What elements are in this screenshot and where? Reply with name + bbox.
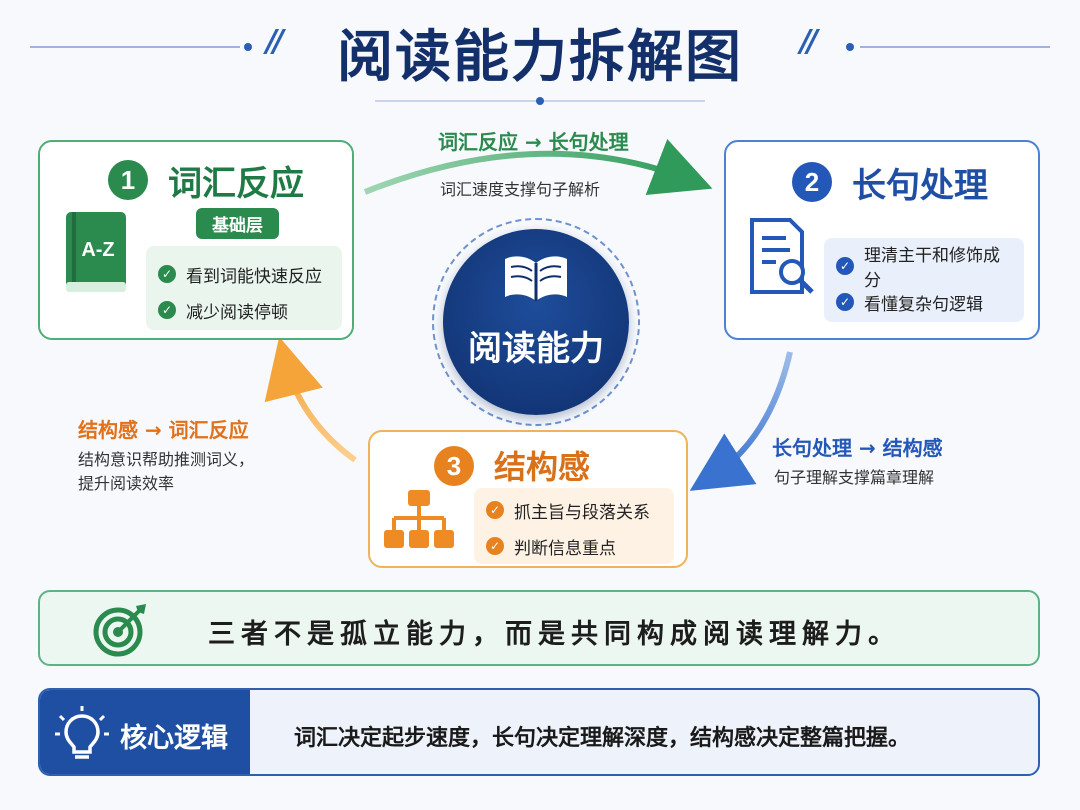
step-number-2: 2 [792,162,832,202]
card-title-vocabulary: 词汇反应 [168,164,304,204]
hierarchy-icon [384,488,454,552]
title-left-line [30,46,240,48]
book-icon-text: A-Z [81,239,114,261]
step-number-1: 1 [108,160,148,200]
link-desc-vocab-to-long: 词汇速度支撑句子解析 [440,180,601,199]
card-vocabulary: 1 词汇反应 基础层 A-Z ✓ 看到词能快速反应 ✓ 减少阅读停顿 [38,140,354,340]
check-icon: ✓ [486,501,504,519]
vocab-point-1-text: 看到词能快速反应 [186,266,322,287]
center-ring [432,218,640,426]
card-structure: 3 结构感 ✓ 抓主旨与段落关系 ✓ 判断信息重点 [368,430,688,568]
link-desc-long-to-structure: 句子理解支撑篇章理解 [774,468,935,487]
structure-point-2: ✓ 判断信息重点 [486,528,662,564]
link-label-structure-to-vocab: 结构感 → 词汇反应 [78,418,249,442]
long-point-1: ✓ 理清主干和修饰成分 [836,246,1012,291]
arrow-structure-to-vocab [264,336,357,463]
check-icon: ✓ [158,301,176,319]
vocab-point-1: ✓ 看到词能快速反应 [158,256,330,292]
document-search-icon [746,216,818,300]
core-logic-title: 核心逻辑 [120,723,228,754]
structure-point-1: ✓ 抓主旨与段落关系 [486,492,662,528]
badge-foundation: 基础层 [196,208,279,239]
title-right-dot [846,43,854,51]
page-title: 阅读能力拆解图 [337,25,743,90]
card-title-long-sentences: 长句处理 [852,166,988,206]
core-logic-header: 核心逻辑 [40,690,250,774]
check-icon: ✓ [486,537,504,555]
center-label: 阅读能力 [468,329,604,369]
title-right-line [860,46,1050,48]
lightbulb-icon [54,704,110,764]
arrow-long-to-structure [689,351,793,491]
step-number-3: 3 [434,446,474,486]
core-logic-banner: 核心逻辑 词汇决定起步速度，长句决定理解深度，结构感决定整篇把握。 [38,688,1040,776]
target-icon [92,602,148,658]
vocab-points-panel: ✓ 看到词能快速反应 ✓ 减少阅读停顿 [146,246,342,330]
summary-text: 三者不是孤立能力，而是共同构成阅读理解力。 [208,619,901,650]
vocab-point-2-text: 减少阅读停顿 [186,302,288,323]
title-left-dot [244,43,252,51]
summary-banner: 三者不是孤立能力，而是共同构成阅读理解力。 [38,590,1040,666]
long-point-2: ✓ 看懂复杂句逻辑 [836,284,1012,320]
long-points-panel: ✓ 理清主干和修饰成分 ✓ 看懂复杂句逻辑 [824,238,1024,322]
card-title-structure: 结构感 [494,448,591,486]
link-label-vocab-to-long: 词汇反应 → 长句处理 [438,130,629,154]
structure-point-1-text: 抓主旨与段落关系 [514,502,650,523]
structure-points-panel: ✓ 抓主旨与段落关系 ✓ 判断信息重点 [474,488,674,564]
open-book-icon [501,253,571,305]
card-long-sentences: 2 长句处理 ✓ 理清主干和修饰成分 ✓ 看懂复杂句逻辑 [724,140,1040,340]
long-point-2-text: 看懂复杂句逻辑 [864,294,983,315]
check-icon: ✓ [836,257,854,275]
dictionary-book-icon: A-Z [62,208,132,298]
link-label-long-to-structure: 长句处理 → 结构感 [772,436,943,460]
link-desc-structure-to-vocab-1: 结构意识帮助推测词义， [78,450,255,469]
arrow-vocab-to-long [363,139,713,196]
core-logic-text: 词汇决定起步速度，长句决定理解深度，结构感决定整篇把握。 [294,726,911,751]
center-circle: 阅读能力 [443,229,629,415]
check-icon: ✓ [158,265,176,283]
vocab-point-2: ✓ 减少阅读停顿 [158,292,330,328]
check-icon: ✓ [836,293,854,311]
link-desc-structure-to-vocab-2: 提升阅读效率 [78,474,175,493]
title-left-slashes: // [266,24,284,59]
structure-point-2-text: 判断信息重点 [514,538,616,559]
title-underline-dot [536,97,544,105]
long-point-1-text: 理清主干和修饰成分 [864,246,1000,291]
title-right-slashes: // [800,24,818,59]
